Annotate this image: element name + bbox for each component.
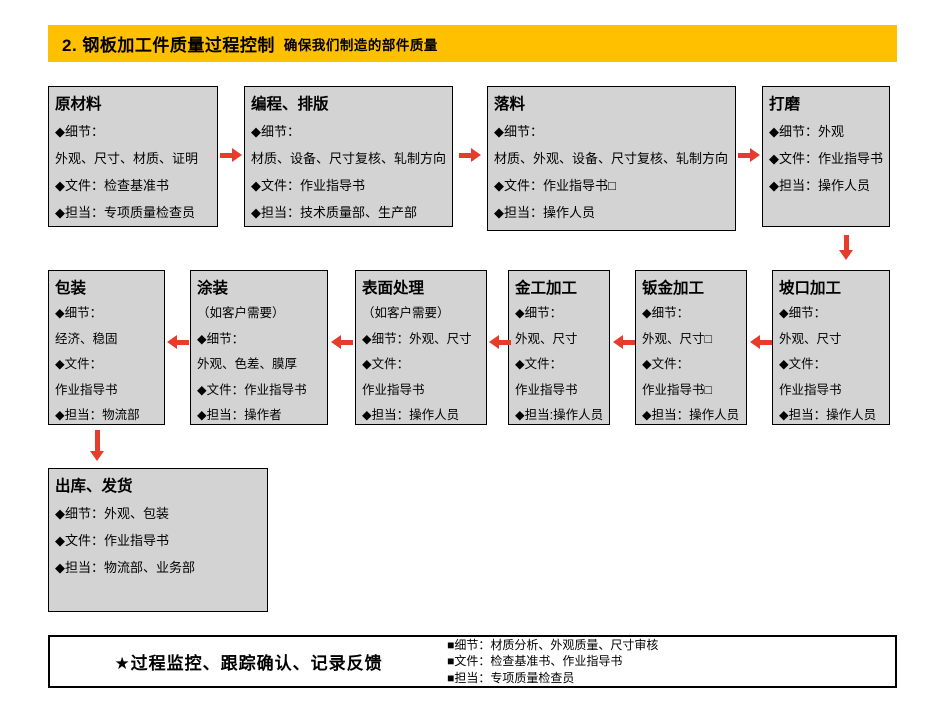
flow-box-painting: 涂装 （如客户需要） ◆细节： 外观、色差、膜厚 ◆文件：作业指导书 ◆担当：操… <box>190 270 328 425</box>
box-title: 坡口加工 <box>779 280 842 297</box>
box-line: ◆文件： <box>642 357 690 371</box>
arrow-left-icon <box>331 335 353 349</box>
box-line: 外观、尺寸、材质、证明 <box>55 151 199 166</box>
box-line: ◆文件： <box>515 357 563 371</box>
footer-bullet: ■细节：材质分析、外观质量、尺寸审核 <box>447 637 659 652</box>
box-title: 编程、排版 <box>251 96 329 113</box>
box-line: ◆细节： <box>779 306 827 320</box>
box-line: ◆文件：作业指导书 <box>769 151 883 166</box>
box-line: 材质、外观、设备、尺寸复核、轧制方向 <box>494 151 729 166</box>
arrow-down-icon <box>90 430 104 461</box>
box-line: ◆担当：操作人员 <box>769 178 870 193</box>
footer-bullet: ■担当：专项质量检查员 <box>447 670 575 685</box>
box-line: 作业指导书 <box>515 382 578 397</box>
box-title: 表面处理 <box>362 280 425 297</box>
box-line: ◆文件：作业指导书 <box>197 382 307 397</box>
flow-box-packaging: 包装 ◆细节： 经济、稳固 ◆文件： 作业指导书 ◆担当：物流部 <box>48 270 165 425</box>
box-line: ◆细节： <box>494 124 543 139</box>
box-title: 金工加工 <box>515 280 578 297</box>
box-line: ◆细节： <box>515 306 563 320</box>
box-line: 经济、稳固 <box>55 331 118 346</box>
box-title: 原材料 <box>55 96 102 113</box>
flow-box-raw-material: 原材料 ◆细节： 外观、尺寸、材质、证明 ◆文件：检查基准书 ◆担当：专项质量检… <box>48 86 218 227</box>
flow-box-grinding: 打磨 ◆细节：外观 ◆文件：作业指导书 ◆担当：操作人员 <box>762 86 890 227</box>
arrow-left-icon <box>167 335 189 349</box>
box-line: ◆担当：物流部、业务部 <box>55 560 195 575</box>
box-line: ◆细节：外观 <box>769 124 844 139</box>
box-line: ◆担当：操作人员 <box>779 408 877 422</box>
box-line: ◆文件：作业指导书□ <box>494 178 616 193</box>
flow-box-metal-working: 金工加工 ◆细节： 外观、尺寸 ◆文件： 作业指导书 ◆担当:操作人员 <box>508 270 610 425</box>
box-title: 涂装 <box>197 280 229 297</box>
header-bar: 2. 钢板加工件质量过程控制 确保我们制造的部件质量 <box>48 25 897 62</box>
page-subtitle: 确保我们制造的部件质量 <box>283 37 438 53</box>
box-line: 外观、色差、膜厚 <box>197 357 298 371</box>
box-title: 打磨 <box>769 96 801 113</box>
box-title: 钣金加工 <box>642 280 705 297</box>
box-title: 出库、发货 <box>55 478 133 495</box>
footer-bullet: ■文件：检查基准书、作业指导书 <box>447 654 623 669</box>
box-title: 落料 <box>494 96 526 113</box>
box-line: ◆细节：外观、尺寸 <box>362 331 472 346</box>
box-line: ◆文件：作业指导书 <box>55 533 169 548</box>
box-line: ◆细节： <box>642 306 690 320</box>
box-line: ◆担当：技术质量部、生产部 <box>251 205 417 220</box>
box-line: ◆文件： <box>779 357 827 371</box>
arrow-left-icon <box>613 335 635 349</box>
box-line: ◆担当：专项质量检查员 <box>55 205 195 220</box>
arrow-left-icon <box>750 335 772 349</box>
box-line: 外观、尺寸 <box>515 331 578 346</box>
box-line: ◆文件： <box>362 357 410 371</box>
arrow-right-icon <box>459 148 481 162</box>
box-line: ◆细节：外观、包装 <box>55 506 169 521</box>
footer-bullet-list: ■细节：材质分析、外观质量、尺寸审核 ■文件：检查基准书、作业指导书 ■担当：专… <box>447 637 895 686</box>
box-line: ◆担当：操作者 <box>197 408 282 422</box>
box-line: ◆文件：检查基准书 <box>55 178 169 193</box>
box-line: ◆细节： <box>197 331 245 346</box>
arrow-right-icon <box>220 148 242 162</box>
box-line: ◆担当：操作人员 <box>642 408 740 422</box>
footer-star-text: ★过程监控、跟踪确认、记录反馈 <box>114 654 383 673</box>
arrow-down-icon <box>839 235 853 260</box>
flow-box-bevel-processing: 坡口加工 ◆细节： 外观、尺寸 ◆文件： 作业指导书 ◆担当：操作人员 <box>772 270 890 425</box>
flow-box-surface-treatment: 表面处理 （如客户需要） ◆细节：外观、尺寸 ◆文件： 作业指导书 ◆担当：操作… <box>355 270 487 425</box>
box-line: 外观、尺寸□ <box>642 331 713 346</box>
box-line: ◆细节： <box>55 306 103 320</box>
box-line: ◆细节： <box>55 124 104 139</box>
footer-summary-bar: ★过程监控、跟踪确认、记录反馈 ■细节：材质分析、外观质量、尺寸审核 ■文件：检… <box>48 635 897 688</box>
box-line: ◆文件：作业指导书 <box>251 178 365 193</box>
page-title: 2. 钢板加工件质量过程控制 <box>62 36 275 55</box>
box-line: 作业指导书 <box>55 382 118 397</box>
flow-box-sheet-metal: 钣金加工 ◆细节： 外观、尺寸□ ◆文件： 作业指导书□ ◆担当：操作人员 <box>635 270 747 425</box>
box-line: ◆担当：操作人员 <box>494 205 595 220</box>
flow-box-programming-layout: 编程、排版 ◆细节： 材质、设备、尺寸复核、轧制方向 ◆文件：作业指导书 ◆担当… <box>244 86 453 227</box>
box-line: （如客户需要） <box>197 306 285 320</box>
arrow-left-icon <box>489 335 511 349</box>
box-line: ◆担当：物流部 <box>55 408 140 422</box>
arrow-right-icon <box>738 148 760 162</box>
box-line: 材质、设备、尺寸复核、轧制方向 <box>251 151 447 166</box>
box-line: ◆文件： <box>55 357 103 371</box>
box-title: 包装 <box>55 280 87 297</box>
box-line: ◆担当:操作人员 <box>515 408 604 422</box>
box-line: ◆担当：操作人员 <box>362 408 460 422</box>
flow-box-blanking: 落料 ◆细节： 材质、外观、设备、尺寸复核、轧制方向 ◆文件：作业指导书□ ◆担… <box>487 86 736 231</box>
box-line: 作业指导书□ <box>642 382 713 397</box>
box-line: 外观、尺寸 <box>779 331 842 346</box>
box-line: 作业指导书 <box>779 382 842 397</box>
box-line: ◆细节： <box>251 124 300 139</box>
box-line: （如客户需要） <box>362 306 450 320</box>
flow-box-outbound-shipping: 出库、发货 ◆细节：外观、包装 ◆文件：作业指导书 ◆担当：物流部、业务部 <box>48 468 268 612</box>
box-line: 作业指导书 <box>362 382 425 397</box>
